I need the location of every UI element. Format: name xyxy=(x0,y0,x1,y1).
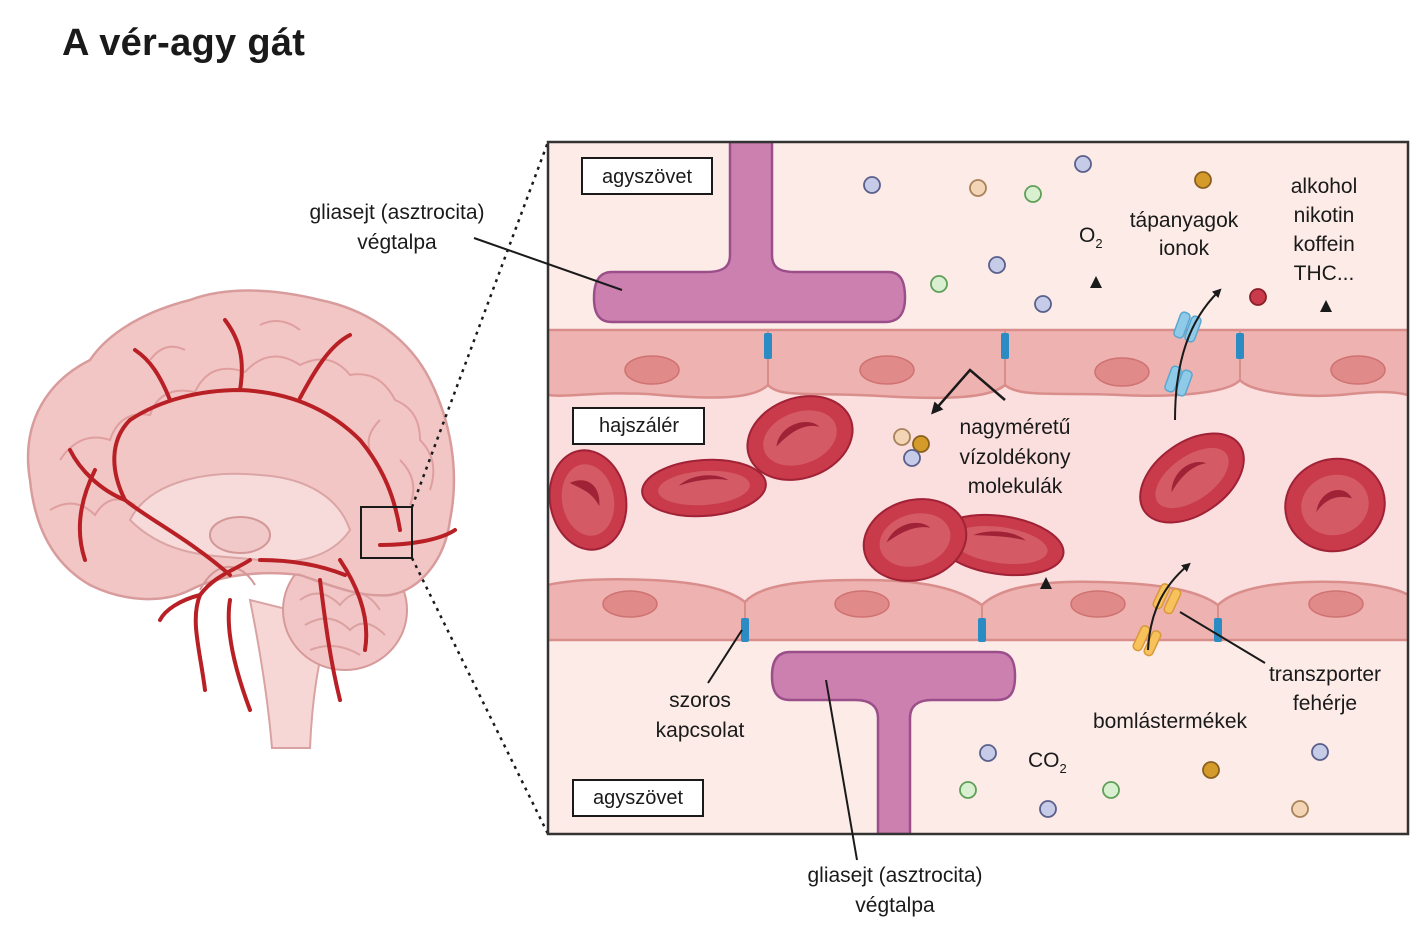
nutrients-arrow xyxy=(1174,288,1222,421)
nicotine-label: nikotin xyxy=(1294,204,1355,227)
tight-junction xyxy=(1001,333,1009,359)
tight-junction xyxy=(1214,618,1222,642)
water-soluble-label: vízoldékony xyxy=(960,446,1071,469)
waste-arrow xyxy=(1147,562,1191,651)
transporter-label: transzporter xyxy=(1269,663,1381,686)
caffeine-label: koffein xyxy=(1293,233,1355,256)
glia-label-top: gliasejt (asztrocita) xyxy=(309,201,484,224)
label-agyszovet-top: agyszövet xyxy=(581,157,713,195)
molecules-label: molekulák xyxy=(968,475,1063,498)
protein-label: fehérje xyxy=(1293,692,1357,715)
blocked-arrow xyxy=(931,368,1006,415)
tight-junction xyxy=(741,618,749,642)
label-agyszovet-bottom: agyszövet xyxy=(572,779,704,817)
brain-illustration xyxy=(26,289,457,749)
endothelium-bottom xyxy=(548,577,1408,642)
zoom-panel-frame xyxy=(546,140,1410,836)
brain-tissue-label-top: agyszövet xyxy=(602,166,692,188)
tight-junction xyxy=(764,333,772,359)
endfoot-label-top: végtalpa xyxy=(357,231,437,254)
label-hajszaler: hajszálér xyxy=(572,407,705,445)
zoom-connector-top xyxy=(410,141,550,508)
capillary-label: hajszálér xyxy=(599,415,679,437)
page-title: A vér-agy gát xyxy=(62,22,306,64)
thc-label: THC... xyxy=(1294,262,1355,285)
glia-label-bottom: gliasejt (asztrocita) xyxy=(807,864,982,887)
transport-arrows xyxy=(931,276,1332,735)
tight-junction-label-2: kapcsolat xyxy=(656,719,745,742)
tight-junction xyxy=(978,618,986,642)
astrocyte-endfoot-top xyxy=(592,142,907,324)
tight-junction-leader xyxy=(707,629,743,684)
co2-label: CO2 xyxy=(1028,749,1067,776)
waste-products-label: bomlástermékek xyxy=(1093,710,1248,733)
endothelium-top xyxy=(548,328,1408,400)
o2-label: O2 xyxy=(1079,224,1103,251)
transporter-leader xyxy=(1179,611,1266,664)
tight-junction-label: szoros xyxy=(669,689,731,712)
glia-top-leader xyxy=(473,237,623,291)
molecules xyxy=(863,155,1329,818)
glia-bottom-leader xyxy=(825,679,858,861)
alcohol-label: alkohol xyxy=(1291,175,1358,198)
brain-tissue-label-bottom: agyszövet xyxy=(593,787,683,809)
tight-junction xyxy=(1236,333,1244,359)
astrocyte-endfoot-bottom xyxy=(770,650,1017,834)
zoom-connector-bottom xyxy=(410,557,550,835)
red-blood-cells xyxy=(548,395,1386,582)
zoom-box xyxy=(360,506,413,559)
endfoot-label-bottom: végtalpa xyxy=(855,894,935,917)
large-molecules-label: nagyméretű xyxy=(960,416,1071,439)
zoom-panel: agyszövet hajszálér agyszövet O2 tápanya… xyxy=(548,142,1408,834)
nutrients-label: tápanyagok xyxy=(1130,209,1239,232)
ions-label: ionok xyxy=(1159,237,1210,260)
